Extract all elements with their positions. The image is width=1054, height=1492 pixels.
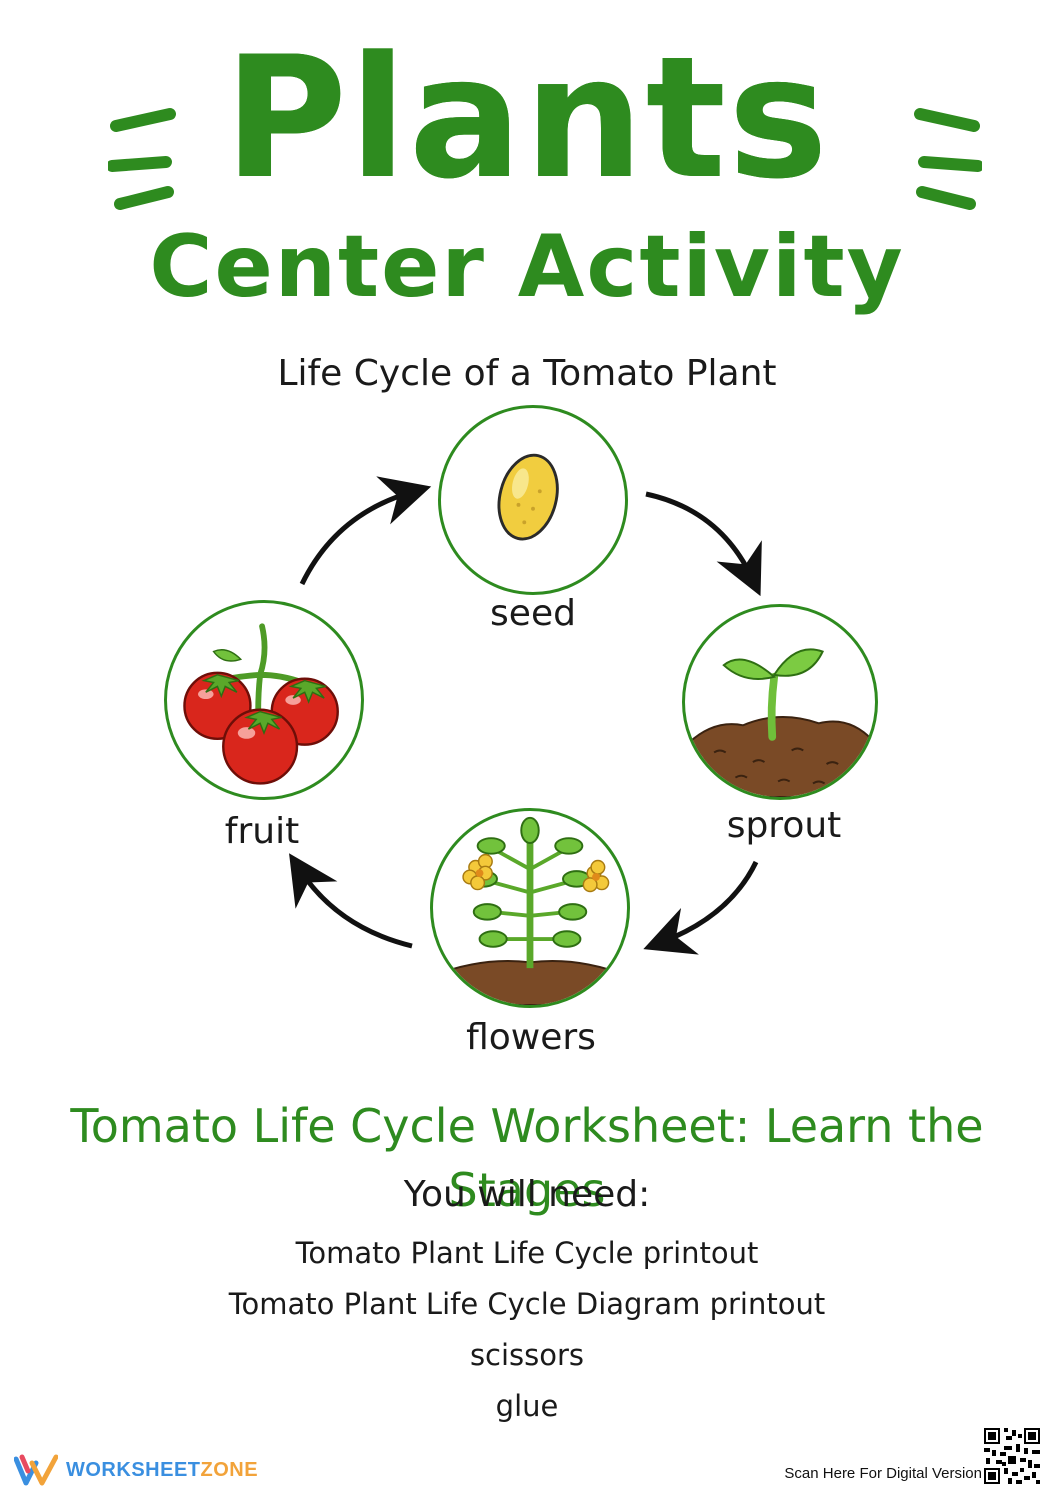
list-item: glue	[495, 1389, 559, 1423]
materials-list: Tomato Plant Life Cycle printout Tomato …	[0, 1228, 1054, 1432]
worksheet-title: Tomato Life Cycle Worksheet: Learn the S…	[70, 1099, 984, 1217]
arrow-fruit-to-seed	[299, 476, 432, 586]
page-subtitle: Center Activity	[149, 217, 905, 317]
stage-sprout-label: sprout	[726, 805, 842, 846]
list-item: Tomato Plant Life Cycle Diagram printout	[228, 1287, 826, 1321]
stage-flowers-circle	[430, 808, 630, 1008]
seed-icon	[497, 453, 559, 541]
arrow-seed-to-sprout	[645, 491, 762, 597]
list-item: Tomato Plant Life Cycle printout	[295, 1236, 759, 1270]
stage-fruit-circle	[164, 600, 364, 800]
arrow-sprout-to-flowers	[643, 860, 759, 955]
stage-flowers-label: flowers	[466, 1017, 596, 1058]
materials-heading: You will need:	[403, 1174, 651, 1215]
flowering-plant-icon	[433, 816, 627, 1005]
list-item: scissors	[469, 1338, 585, 1372]
tomato-fruit-icon	[183, 623, 339, 785]
brand-name: WORKSHEETZONE	[66, 1459, 258, 1482]
brand-logo[interactable]: WORKSHEETZONE	[14, 1452, 274, 1488]
stage-seed-circle	[438, 405, 628, 595]
brand-name-part1: WORKSHEET	[66, 1458, 201, 1481]
sprout-icon	[687, 648, 875, 797]
cycle-heading: Life Cycle of a Tomato Plant	[277, 353, 777, 394]
worksheetzone-logo-icon	[14, 1454, 58, 1486]
cycle-arrows	[289, 476, 762, 955]
qr-code-icon[interactable]	[984, 1428, 1040, 1484]
stage-sprout-circle	[682, 604, 878, 800]
scan-caption: Scan Here For Digital Version	[784, 1465, 982, 1482]
stage-fruit-label: fruit	[224, 811, 300, 852]
arrow-flowers-to-fruit	[289, 853, 413, 949]
stage-seed-label: seed	[490, 593, 576, 634]
brand-name-part2: ZONE	[200, 1458, 259, 1481]
sparkle-left-icon	[108, 108, 176, 210]
page-title: Plants	[224, 20, 830, 216]
sparkle-right-icon	[914, 108, 982, 210]
